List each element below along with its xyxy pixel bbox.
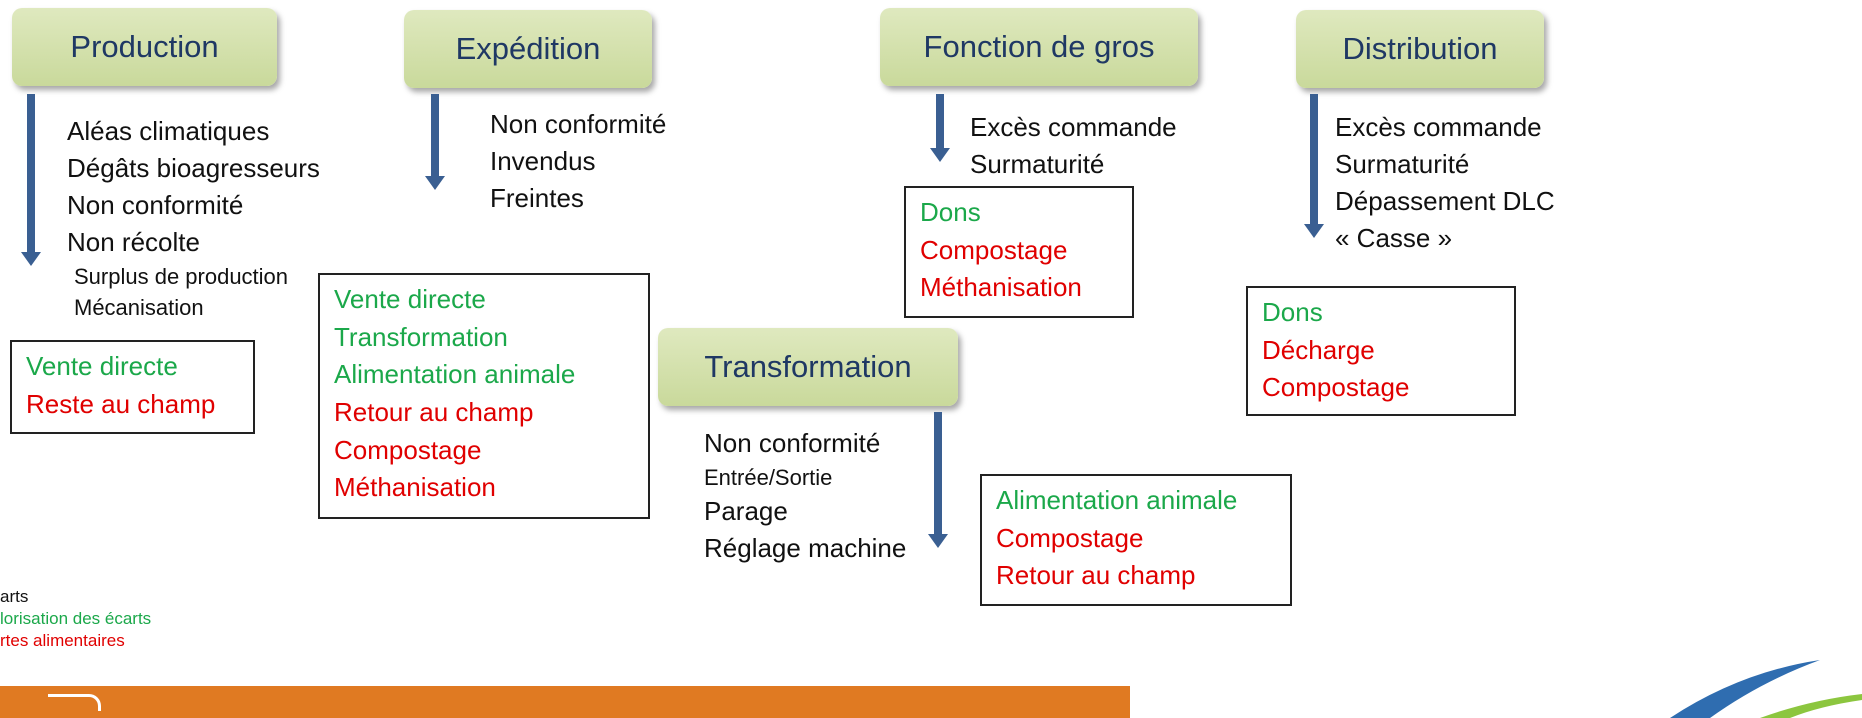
arrow-down-transformation (928, 412, 948, 548)
perte-item: Reste au champ (26, 388, 216, 419)
cause-item: Excès commande (970, 112, 1177, 142)
stage-production-label: Production (70, 29, 219, 64)
legend-valorisation: lorisation des écarts (0, 609, 152, 629)
stage-transformation-label: Transformation (704, 349, 912, 384)
valorisation-item: Alimentation animale (996, 485, 1238, 515)
stage-transformation: Transformation (658, 328, 958, 406)
stage-expedition: Expédition (404, 10, 652, 88)
gros-outcomes-box: Dons Compostage Méthanisation (904, 186, 1134, 318)
arrow-down-distribution (1304, 94, 1324, 238)
transformation-causes: Non conformité Entrée/Sortie Parage Régl… (704, 425, 906, 567)
arrow-down-production (21, 94, 41, 266)
gros-causes: Excès commande Surmaturité (970, 109, 1177, 183)
perte-item: Compostage (996, 522, 1144, 553)
cause-item: Excès commande (1335, 112, 1542, 142)
footer-bar (0, 686, 1130, 718)
expedition-causes: Non conformité Invendus Freintes (490, 106, 666, 217)
cause-item: Non récolte (67, 226, 200, 257)
stage-distribution-label: Distribution (1342, 31, 1498, 66)
cause-item: Invendus (490, 145, 596, 176)
cause-item: Surplus de production (74, 263, 289, 289)
cause-item: Non conformité (704, 428, 881, 458)
legend-ecarts: arts (0, 587, 29, 606)
logo-icon (48, 694, 101, 711)
valorisation-item: Dons (920, 197, 981, 227)
perte-item: Compostage (334, 434, 482, 465)
cause-item: Freintes (490, 182, 584, 213)
swoosh-logo-icon (1670, 660, 1862, 718)
valorisation-item: Alimentation animale (334, 359, 576, 390)
cause-item: Réglage machine (704, 533, 907, 564)
legend-pertes: rtes alimentaires (0, 631, 125, 651)
legend: arts lorisation des écarts rtes alimenta… (0, 586, 151, 652)
cause-item: Aléas climatiques (67, 116, 270, 146)
stage-expedition-label: Expédition (455, 31, 601, 66)
expedition-outcomes-box: Vente directe Transformation Alimentatio… (318, 273, 650, 519)
stage-distribution: Distribution (1296, 10, 1544, 88)
valorisation-item: Vente directe (26, 351, 178, 381)
cause-item: « Casse » (1335, 222, 1453, 253)
cause-item: Parage (704, 496, 788, 527)
production-causes: Aléas climatiques Dégâts bioagresseurs N… (67, 113, 320, 323)
arrow-down-expedition (425, 94, 445, 190)
stage-production: Production (12, 8, 277, 86)
cause-item: Dégâts bioagresseurs (67, 152, 320, 183)
perte-item: Compostage (1262, 372, 1410, 403)
valorisation-item: Dons (1262, 297, 1323, 327)
valorisation-item: Vente directe (334, 284, 486, 314)
valorisation-item: Transformation (334, 321, 508, 352)
distribution-causes: Excès commande Surmaturité Dépassement D… (1335, 109, 1555, 257)
cause-item: Dépassement DLC (1335, 185, 1555, 216)
perte-item: Décharge (1262, 334, 1375, 365)
perte-item: Retour au champ (334, 397, 534, 428)
transformation-outcomes-box: Alimentation animale Compostage Retour a… (980, 474, 1292, 606)
cause-item: Surmaturité (1335, 148, 1470, 179)
cause-item: Entrée/Sortie (704, 464, 833, 490)
cause-item: Non conformité (490, 109, 667, 139)
perte-item: Méthanisation (334, 472, 496, 503)
cause-item: Mécanisation (74, 294, 204, 320)
perte-item: Méthanisation (920, 272, 1082, 303)
cause-item: Surmaturité (970, 148, 1105, 179)
production-outcomes-box: Vente directe Reste au champ (10, 340, 255, 434)
stage-fonction-de-gros-label: Fonction de gros (923, 29, 1155, 64)
perte-item: Compostage (920, 234, 1068, 265)
cause-item: Non conformité (67, 189, 244, 220)
arrow-down-gros (930, 94, 950, 162)
distribution-outcomes-box: Dons Décharge Compostage (1246, 286, 1516, 416)
perte-item: Retour au champ (996, 560, 1196, 591)
stage-fonction-de-gros: Fonction de gros (880, 8, 1198, 86)
